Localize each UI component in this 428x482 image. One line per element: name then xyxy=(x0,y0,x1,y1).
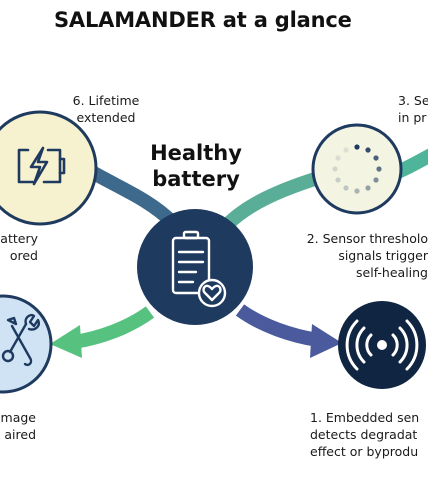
center-label: Healthy battery xyxy=(150,141,242,191)
arrowhead-step1 xyxy=(310,324,342,358)
step2-label: 2. Sensor thresholo signals trigger self… xyxy=(306,231,428,280)
step2-circle xyxy=(311,123,403,215)
arc-step6-to-center xyxy=(85,165,179,229)
arrowhead-step4 xyxy=(50,325,82,358)
charging-battery-icon xyxy=(17,146,66,186)
center-circle xyxy=(137,209,253,325)
step4-label: mage aired xyxy=(0,410,36,442)
arc-center-to-step2 xyxy=(221,171,325,231)
battery-heart-icon xyxy=(171,230,227,308)
step3-label: 3. Se in pr xyxy=(398,93,428,125)
sensor-signal-icon xyxy=(345,319,419,371)
loading-spinner-icon xyxy=(332,144,382,194)
step1-label: 1. Embedded sen detects degradat effect … xyxy=(310,410,420,459)
step6-label: 6. Lifetime extended xyxy=(72,93,140,125)
step4-circle xyxy=(0,294,53,394)
arc-center-to-step1 xyxy=(235,304,320,347)
step6-circle xyxy=(0,110,98,226)
step5-label: attery ored xyxy=(0,231,38,263)
arc-center-to-step4 xyxy=(72,306,155,349)
page-title: SALAMANDER at a glance xyxy=(54,8,352,32)
tools-icon xyxy=(1,313,40,367)
